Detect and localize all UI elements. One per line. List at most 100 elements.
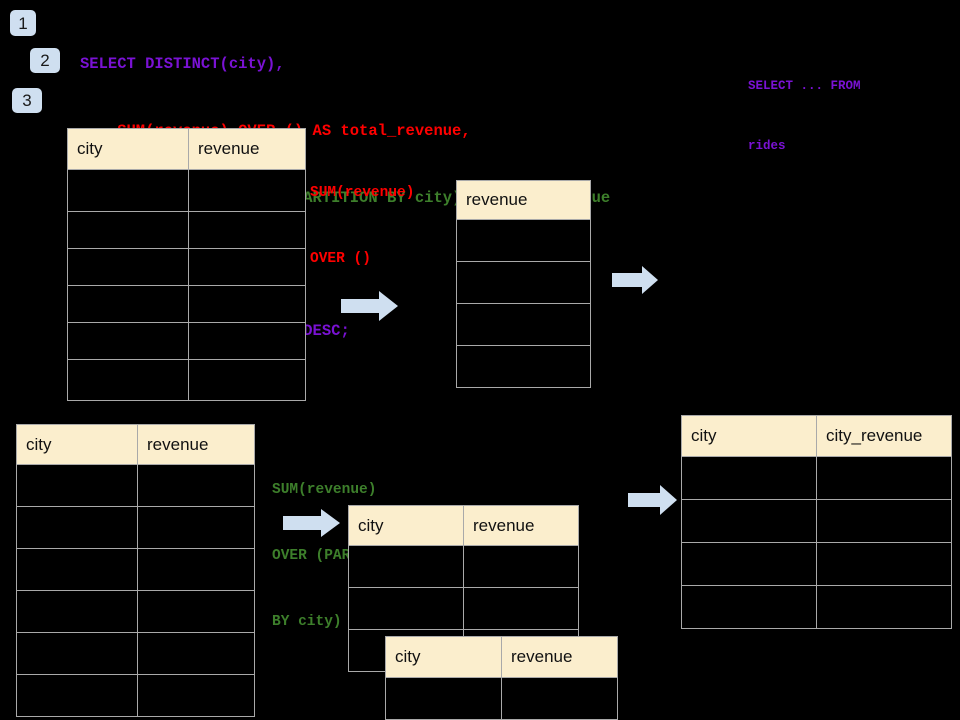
column-header-city: city [681,415,817,457]
cell-revenue [188,285,306,323]
table-row [681,585,952,629]
cell-city-revenue [816,456,952,500]
table-row [16,548,255,591]
cell-city [681,499,817,543]
column-header-revenue: revenue [188,128,306,170]
table-row [67,169,306,212]
sql-side-line-1: SELECT ... FROM [748,79,861,93]
annotation-sum-over-empty-line-1: SUM(revenue) [310,185,415,201]
table-city-revenue-result: city city_revenue [681,415,952,629]
table-row [456,261,591,304]
column-header-city: city [385,636,502,678]
table-row [681,499,952,543]
cell-revenue [137,632,255,675]
cell-revenue [188,359,306,401]
cell-city [67,169,189,212]
cell-revenue [188,322,306,360]
arrow-right-icon [341,291,398,321]
cell-city [16,464,138,507]
table-row [681,456,952,500]
column-header-city: city [16,424,138,465]
cell-revenue [137,674,255,717]
arrow-right-icon [612,266,658,294]
table-header-row: city revenue [16,424,255,465]
table-header-row: city revenue [348,505,579,546]
step-badge-2[interactable]: 2 [30,48,60,73]
cell-city-revenue [816,585,952,629]
table-row [67,359,306,401]
cell-city [348,545,464,588]
table-partition-front: city revenue [385,636,618,720]
table-rides-source-bottom: city revenue [16,424,255,717]
annotation-sum-over-partition-line-3: BY city) [272,614,342,630]
cell-revenue [188,211,306,249]
cell-city [348,587,464,630]
table-row [385,677,618,720]
table-rides-source-top: city revenue [67,128,306,401]
table-header-row: city city_revenue [681,415,952,457]
column-header-city: city [67,128,189,170]
table-row [681,542,952,586]
cell-revenue [463,587,579,630]
table-row [456,303,591,346]
table-row [67,285,306,323]
arrow-right-2 [612,265,659,300]
cell-revenue [137,590,255,633]
table-row [16,464,255,507]
cell-city [681,456,817,500]
cell-revenue [501,677,618,720]
arrow-right-icon [628,485,677,515]
annotation-sum-over-empty: SUM(revenue) OVER () [310,138,414,314]
column-header-revenue: revenue [456,180,591,220]
cell-city [67,248,189,286]
cell-city-revenue [816,499,952,543]
table-row [16,506,255,549]
cell-city [16,548,138,591]
table-row [67,211,306,249]
sql-line-1: SELECT DISTINCT(city), [80,55,285,74]
column-header-city-revenue: city_revenue [816,415,952,457]
arrow-right-icon [283,509,340,537]
cell-revenue [456,261,591,304]
annotation-sum-over-empty-line-2: OVER () [310,251,371,267]
cell-city [16,632,138,675]
table-row [456,219,591,262]
table-total-revenue: revenue [456,180,591,388]
cell-revenue [456,303,591,346]
cell-city-revenue [816,542,952,586]
step-badge-1-label: 1 [18,13,28,33]
cell-revenue [137,548,255,591]
column-header-revenue: revenue [501,636,618,678]
table-header-row: city revenue [67,128,306,170]
sql-side-line-2: rides [748,139,786,153]
cell-revenue [456,219,591,262]
cell-city [16,590,138,633]
cell-city [681,542,817,586]
column-header-revenue: revenue [463,505,579,546]
step-badge-3[interactable]: 3 [12,88,42,113]
sql-side-snippet: SELECT ... FROM rides [748,36,861,196]
column-header-revenue: revenue [137,424,255,465]
table-row [67,322,306,360]
table-row [348,545,579,588]
table-header-row: revenue [456,180,591,220]
table-row [348,587,579,630]
arrow-right-3 [283,508,341,543]
table-row [16,674,255,717]
table-header-row: city revenue [385,636,618,678]
arrow-right-1 [341,290,399,327]
cell-city [385,677,502,720]
step-badge-2-label: 2 [40,51,50,70]
table-row [16,632,255,675]
table-row [67,248,306,286]
cell-revenue [137,506,255,549]
cell-city [67,211,189,249]
step-badge-1[interactable]: 1 [10,10,36,36]
cell-revenue [188,248,306,286]
cell-revenue [456,345,591,388]
cell-city [16,506,138,549]
step-badge-3-label: 3 [22,91,32,110]
cell-city [67,359,189,401]
cell-city [67,322,189,360]
